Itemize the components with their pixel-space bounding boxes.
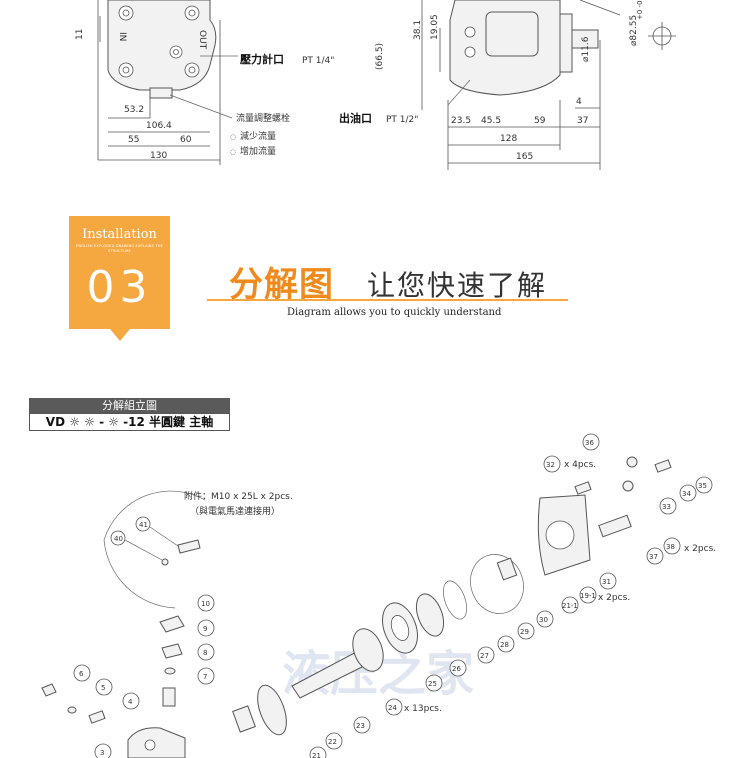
dim-128: 128	[500, 134, 517, 144]
part-23: 23	[356, 722, 365, 730]
part-34: 34	[682, 490, 691, 498]
part-40: 40	[114, 535, 123, 543]
part-25: 25	[428, 680, 437, 688]
sheet-heading: 分解組立圖	[29, 398, 230, 413]
part-35: 35	[698, 482, 707, 490]
qty-19-1: x 2pcs.	[598, 593, 630, 603]
dim-45-5: 45.5	[481, 116, 501, 126]
qty-32: x 4pcs.	[564, 460, 596, 470]
tolerance: +0 -0.035	[636, 0, 644, 20]
part-3: 3	[100, 749, 104, 757]
callout-9	[197, 619, 215, 637]
part-4: 4	[128, 698, 133, 706]
part-6: 6	[79, 670, 84, 678]
section-badge	[69, 216, 170, 329]
section-english-caption: Diagram allows you to quickly understand	[287, 307, 502, 318]
part-24: 24	[388, 704, 397, 712]
dim-130: 130	[150, 151, 167, 161]
dim-38-1: 38.1	[413, 20, 423, 40]
front-view-drawing	[97, 0, 238, 165]
part-29: 29	[520, 628, 529, 636]
side-view-drawing	[421, 0, 676, 170]
part-9: 9	[203, 625, 207, 633]
dimension-drawings: 11 IN OUT 壓力計口 PT 1/4" 流量調整螺栓 減少流量 增加流量 …	[75, 0, 676, 170]
part-22: 22	[328, 738, 337, 746]
rotate-ccw-icon: ◌	[230, 133, 236, 141]
rotate-cw-icon: ◌	[230, 148, 236, 156]
qty-38: x 2pcs.	[684, 544, 716, 554]
part-7: 7	[203, 673, 207, 681]
callouts	[309, 433, 713, 758]
inset-detail	[103, 490, 206, 609]
flow-decrease-label: 減少流量	[240, 130, 276, 142]
part-37: 37	[649, 553, 658, 561]
section-subtitle: 让您快速了解	[367, 269, 548, 302]
dim-11: 11	[75, 29, 85, 40]
inset-note-line1: 附件：M10 x 25L x 2pcs.	[184, 490, 293, 502]
dim-106-4: 106.4	[146, 121, 172, 131]
part-30: 30	[539, 616, 548, 624]
dim-37: 37	[577, 116, 588, 126]
section-title: 分解图	[229, 265, 334, 305]
title-underline	[207, 299, 568, 301]
badge-small-text: ENGLISH EXPLODED DRAWING EXPLAINS THE ST…	[75, 244, 164, 253]
flow-screw-label: 流量調整螺栓	[236, 112, 290, 124]
sheet-model: VD ☼ ☼ - ☼ -12 半圓鍵 主軸	[29, 413, 230, 431]
exploded-assembly	[232, 456, 672, 736]
left-small-parts	[41, 615, 186, 758]
dim-55: 55	[128, 135, 139, 145]
callout-3	[94, 743, 112, 758]
part-38: 38	[666, 543, 675, 551]
inset-note-line2: （與電氣馬達連接用）	[190, 505, 280, 517]
badge-label: Installation	[82, 227, 157, 242]
part-21-1: 21-1	[562, 602, 578, 610]
dim-19-05: 19.05	[430, 14, 440, 40]
part-21: 21	[312, 752, 321, 758]
part-8: 8	[203, 649, 207, 657]
outlet-port-spec: PT 1/2"	[386, 115, 418, 125]
dim-11-6: ⌀11.6	[581, 36, 591, 62]
dim-82-55: ⌀82.55	[629, 15, 639, 46]
in-label: IN	[117, 32, 127, 41]
part-28: 28	[500, 641, 509, 649]
callout-8	[197, 643, 215, 661]
part-27: 27	[480, 652, 489, 660]
gauge-port-label: 壓力計口	[240, 52, 284, 66]
part-5: 5	[101, 684, 105, 692]
part-26: 26	[452, 665, 461, 673]
section-badge-pointer	[110, 329, 130, 341]
part-10: 10	[201, 600, 210, 608]
dim-165: 165	[516, 152, 533, 162]
dim-66-5: (66.5)	[375, 43, 385, 70]
dim-60: 60	[180, 135, 192, 145]
out-label: OUT	[197, 30, 207, 50]
dim-59: 59	[534, 116, 546, 126]
callout-7	[197, 667, 215, 685]
flow-increase-label: 增加流量	[240, 145, 276, 157]
dim-53-2: 53.2	[124, 105, 144, 115]
part-36: 36	[585, 439, 594, 447]
part-19-1: 19-1	[580, 592, 596, 600]
callout-6	[73, 664, 91, 682]
part-31: 31	[602, 578, 611, 586]
outlet-port-label: 出油口	[339, 111, 372, 125]
callout-10	[197, 594, 215, 612]
part-33: 33	[662, 503, 671, 511]
callout-5	[95, 678, 113, 696]
qty-24: x 13pcs.	[404, 704, 442, 714]
callout-4	[122, 692, 140, 710]
dim-23-5: 23.5	[451, 116, 471, 126]
dim-4: 4	[576, 97, 582, 107]
badge-number: 03	[86, 262, 153, 313]
part-32: 32	[546, 461, 555, 469]
part-41: 41	[139, 521, 148, 529]
exploded-view-drawing: 液压之家 附件：M10 x 25L x 2pcs. （與電氣馬達連接用） 41 …	[41, 433, 716, 758]
gauge-port-spec: PT 1/4"	[302, 56, 334, 66]
